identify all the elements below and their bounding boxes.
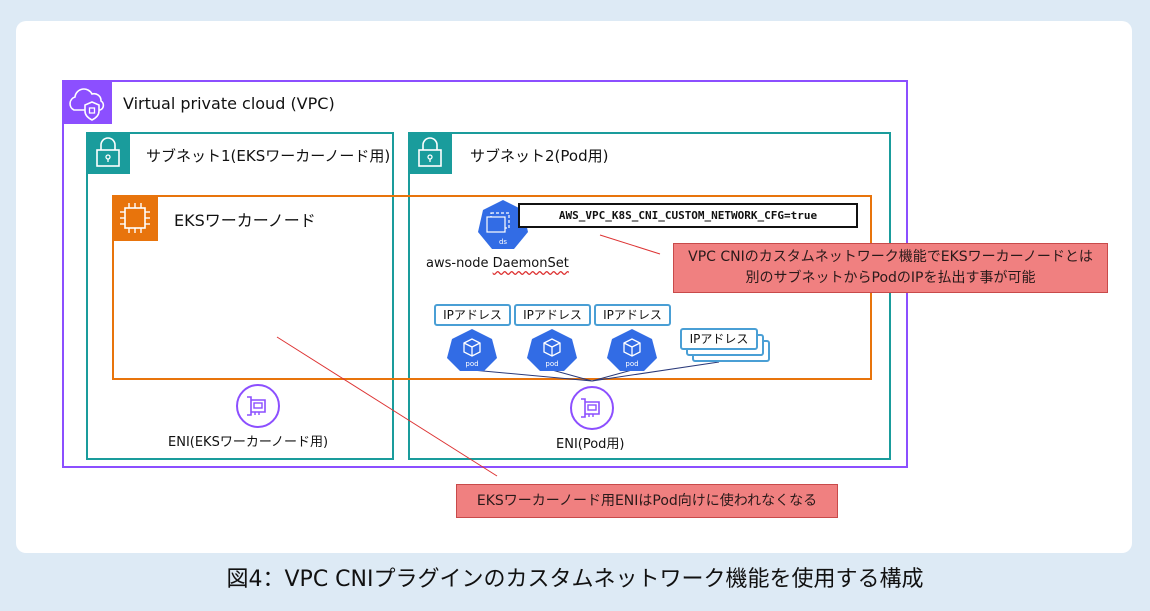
- chip-icon: [112, 195, 158, 241]
- pod-icon: pod: [607, 329, 657, 371]
- pod-icon-label: pod: [545, 360, 558, 368]
- eni-pod-label: ENI(Pod用): [556, 437, 625, 452]
- pod-eni-links: [471, 361, 720, 382]
- custom-network-callout: VPC CNIのカスタムネットワーク機能でEKSワーカーノードとは 別のサブネッ…: [673, 243, 1108, 293]
- pod-icon: pod: [447, 329, 497, 371]
- ip-address-stack-label: IPアドレス: [680, 328, 758, 350]
- lock-icon: [86, 132, 130, 174]
- pod-icon: pod: [527, 329, 577, 371]
- subnet-2-label: サブネット2(Pod用): [470, 147, 609, 165]
- eni-note-callout: EKSワーカーノード用ENIはPod向けに使われなくなる: [456, 484, 838, 518]
- subnet-2-boundary: [408, 132, 891, 460]
- callout-line-2: 別のサブネットからPodのIPを払出す事が可能: [745, 270, 1036, 286]
- vpc-label: Virtual private cloud (VPC): [123, 94, 335, 113]
- ds-icon-text: ds: [499, 238, 507, 246]
- eni-worker-node-label: ENI(EKSワーカーノード用): [168, 435, 329, 450]
- subnet-1-boundary: [86, 132, 394, 460]
- worker-node-label: EKSワーカーノード: [174, 211, 316, 230]
- callout-pointer-line: [599, 234, 661, 255]
- pod-icon-label: pod: [465, 360, 478, 368]
- ip-address-label: IPアドレス: [594, 304, 671, 326]
- daemonset-label-prefix: aws-node: [426, 256, 493, 271]
- network-card-icon: [236, 384, 280, 428]
- custom-network-config-label: AWS_VPC_K8S_CNI_CUSTOM_NETWORK_CFG=true: [518, 203, 858, 228]
- callout-pointer-line: [276, 336, 498, 477]
- callout-line-1: VPC CNIのカスタムネットワーク機能でEKSワーカーノードとは: [688, 249, 1093, 265]
- daemonset-icon: ds: [478, 200, 528, 249]
- ip-address-label: IPアドレス: [434, 304, 511, 326]
- ip-address-label: IPアドレス: [514, 304, 591, 326]
- network-card-icon: [570, 386, 614, 430]
- lock-icon: [408, 132, 452, 174]
- subnet-1-label: サブネット1(EKSワーカーノード用): [146, 147, 391, 165]
- daemonset-label-name: DaemonSet: [492, 256, 569, 271]
- pod-icon-label: pod: [625, 360, 638, 368]
- figure-caption: 図4：VPC CNIプラグインのカスタムネットワーク機能を使用する構成: [226, 567, 924, 592]
- vpc-cloud-icon: [62, 80, 112, 124]
- daemonset-label: aws-node DaemonSet: [426, 256, 569, 271]
